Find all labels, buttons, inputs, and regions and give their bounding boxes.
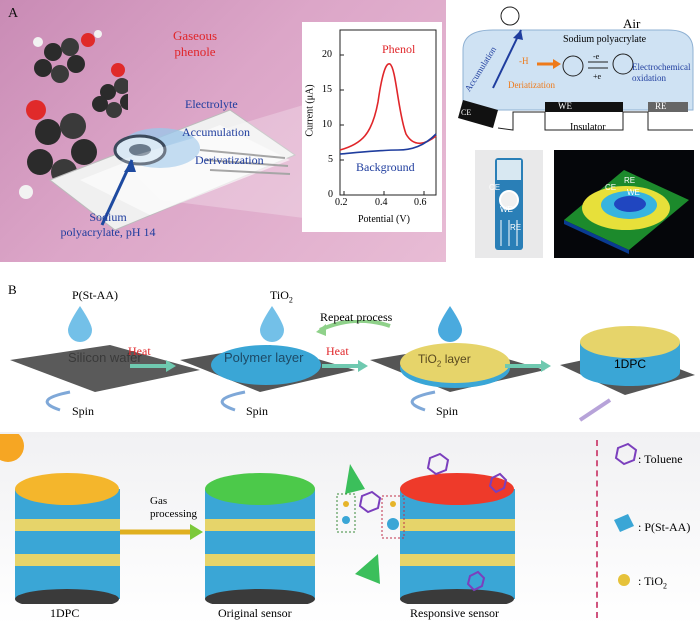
sodium-polyacrylate-schematic-label: Sodium polyacrylate bbox=[563, 34, 647, 45]
gas-processing-label: Gas processing bbox=[150, 495, 197, 521]
tio2-droplet-icon bbox=[260, 306, 284, 342]
polymer-layer-label: Polymer layer bbox=[224, 350, 304, 365]
ce-schematic-label: CE bbox=[461, 108, 472, 117]
heat-label-2: Heat bbox=[326, 344, 349, 358]
voltammogram-axes bbox=[339, 29, 437, 196]
deriatization-label: Deriatization bbox=[508, 80, 555, 90]
gaseous-phenole-line2: phenole bbox=[174, 44, 216, 59]
air-label: Air bbox=[623, 16, 641, 31]
plot-xlabel: Potential (V) bbox=[358, 214, 410, 225]
ytick-0: 0 bbox=[328, 189, 333, 200]
original-sensor-label: Original sensor bbox=[218, 606, 292, 620]
electrochemical-line2: oxidation bbox=[632, 73, 666, 83]
legend-divider bbox=[596, 440, 598, 618]
plot-ylabel: Current (μA) bbox=[304, 84, 316, 137]
tio2-layer-label: TiO2 layer bbox=[418, 352, 471, 368]
schematic-shapes bbox=[458, 6, 694, 131]
derivatization-label: Derivatization bbox=[195, 153, 264, 167]
sensor-cylinders bbox=[0, 434, 515, 604]
gas-line2: processing bbox=[150, 508, 198, 520]
tio2-layer-sub: 2 bbox=[436, 359, 442, 369]
1dpc-top-label: 1DPC bbox=[614, 357, 647, 371]
spin-label-2: Spin bbox=[246, 404, 269, 418]
xtick-0-6: 0.6 bbox=[414, 197, 427, 208]
gas-line1: Gas bbox=[150, 495, 168, 507]
photo-we-label: WE bbox=[500, 205, 513, 214]
toluene-legend-icon bbox=[614, 442, 638, 466]
tio2-top-sub: 2 bbox=[288, 295, 293, 305]
heat-label-1: Heat bbox=[128, 344, 151, 358]
sodium-line2: polyacrylate, pH 14 bbox=[60, 225, 156, 239]
pst-aa-label: P(St-AA) bbox=[72, 288, 119, 302]
tio2-legend-icon bbox=[618, 574, 630, 586]
electrolyte-label: Electrolyte bbox=[185, 97, 238, 111]
gaseous-phenole-label: Gaseous phenole bbox=[150, 28, 240, 60]
photo-ce-label: CE bbox=[489, 183, 501, 192]
ytick-15: 15 bbox=[322, 84, 332, 95]
photo-re-label: RE bbox=[510, 223, 522, 232]
silicon-wafer bbox=[10, 345, 200, 392]
gaseous-phenole-line1: Gaseous bbox=[172, 28, 218, 43]
tio2-top-text: TiO bbox=[270, 288, 289, 302]
background-curve bbox=[339, 133, 437, 155]
legend-icons bbox=[614, 442, 638, 586]
pst-aa-droplet-icon bbox=[68, 306, 92, 342]
legend-pst-aa-label: : P(St-AA) bbox=[638, 520, 691, 534]
spin-label-3: Spin bbox=[436, 404, 459, 418]
1dpc-bottom-label: 1DPC bbox=[50, 606, 80, 620]
droplet-icon-3 bbox=[438, 306, 462, 342]
phenol-molecule-small-2 bbox=[92, 63, 128, 118]
1dpc-cylinder bbox=[15, 473, 120, 604]
background-curve-label: Background bbox=[356, 160, 415, 174]
tio2-layer-suffix: layer bbox=[444, 352, 471, 366]
phenol-curve bbox=[339, 63, 437, 151]
plus-e-label: +e bbox=[593, 72, 602, 81]
repeat-process-label: Repeat process bbox=[320, 310, 393, 324]
re-schematic-label: RE bbox=[655, 101, 667, 111]
surface-map-drawing bbox=[564, 170, 689, 254]
phenol-curve-label: Phenol bbox=[382, 42, 416, 56]
map-we-label: WE bbox=[627, 188, 640, 197]
sodium-line1: Sodium bbox=[89, 210, 127, 224]
ytick-10: 10 bbox=[322, 119, 332, 130]
accumulation-label: Accumulation bbox=[182, 125, 250, 139]
xtick-0-4: 0.4 bbox=[375, 197, 388, 208]
tio2-top-label: TiO2 bbox=[270, 288, 293, 304]
panel-a-letter: A bbox=[8, 6, 19, 21]
pst-aa-legend-icon bbox=[614, 514, 634, 532]
responsive-sensor-label: Responsive sensor bbox=[410, 606, 499, 620]
legend-tio2-text: : TiO bbox=[638, 574, 664, 588]
minus-e-label: -e bbox=[593, 52, 600, 61]
device-photo-drawing bbox=[495, 158, 523, 250]
we-schematic-label: WE bbox=[558, 101, 572, 111]
phenol-molecule-small-1 bbox=[33, 30, 102, 83]
sensor-strip-illustration bbox=[48, 103, 310, 231]
ytick-20: 20 bbox=[322, 49, 332, 60]
legend-toluene-label: : Toluene bbox=[638, 452, 683, 466]
insulator-label: Insulator bbox=[570, 122, 606, 133]
legend-tio2-label: : TiO2 bbox=[638, 574, 667, 590]
ytick-5: 5 bbox=[328, 154, 333, 165]
legend-tio2-sub: 2 bbox=[663, 581, 668, 591]
map-ce-label: CE bbox=[605, 183, 617, 192]
fabrication-steps bbox=[10, 320, 695, 422]
electrochemical-line1: Electrochemical bbox=[632, 62, 691, 72]
map-re-label: RE bbox=[624, 176, 636, 185]
voltammogram-plot bbox=[302, 22, 442, 232]
sodium-polyacrylate-label: Sodium polyacrylate, pH 14 bbox=[38, 210, 178, 240]
responsive-sensor-cylinder bbox=[400, 473, 515, 604]
electrochemical-oxidation-label: Electrochemical oxidation bbox=[632, 62, 690, 84]
tio2-layer-text: TiO bbox=[418, 352, 437, 366]
silicon-wafer-label: Silicon wafer bbox=[68, 350, 142, 365]
minus-h-label: -H bbox=[519, 56, 529, 66]
spin-label-1: Spin bbox=[72, 404, 95, 418]
original-sensor-cylinder bbox=[205, 473, 315, 604]
xtick-0-2: 0.2 bbox=[335, 197, 348, 208]
sun-icon bbox=[0, 434, 24, 462]
panel-b-letter: B bbox=[8, 282, 17, 297]
